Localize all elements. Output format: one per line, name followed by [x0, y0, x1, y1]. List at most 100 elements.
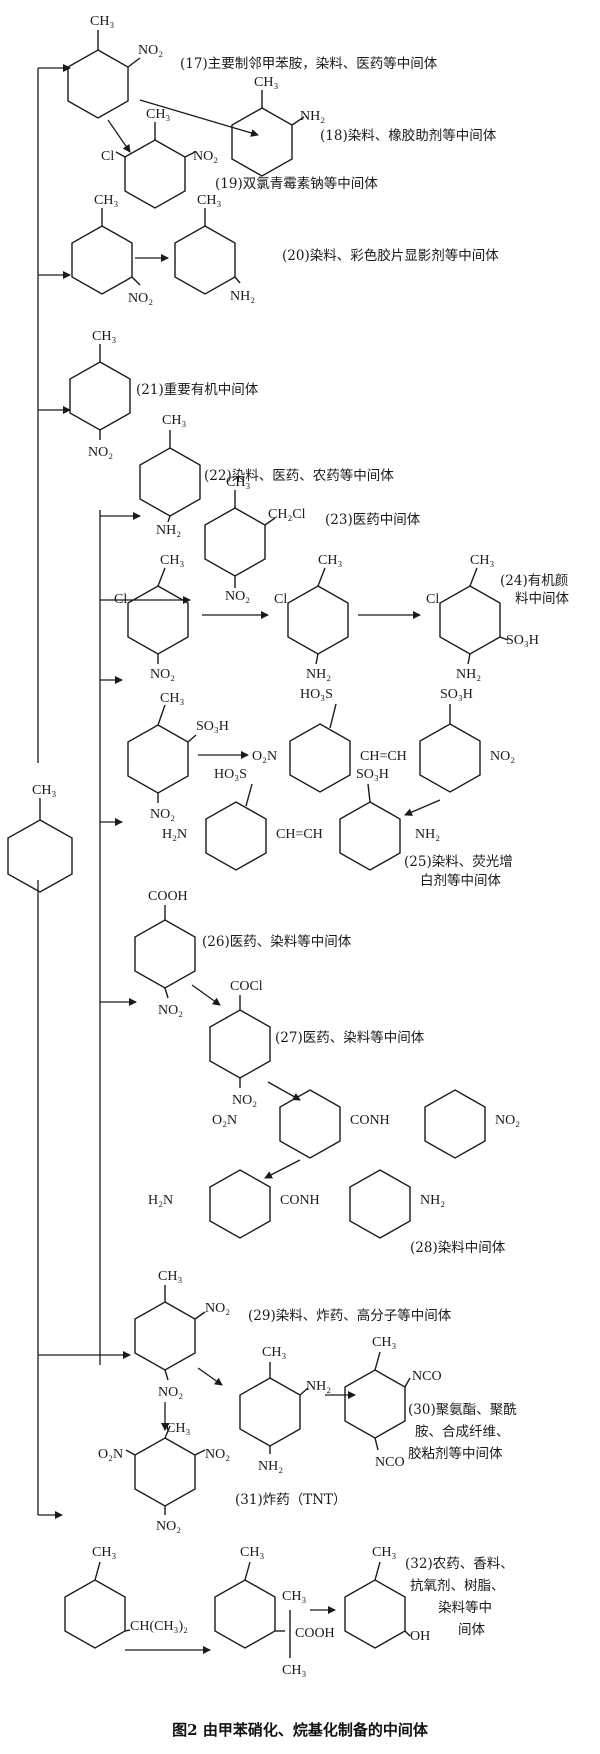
label-22: (22)染料、医药、农药等中间体: [204, 467, 394, 484]
arrow-29-to-diamine: [197, 1367, 223, 1386]
label-31: (31)炸药（TNT）: [235, 1492, 347, 1508]
arrow-27-to-amide: [267, 1081, 301, 1101]
label-24a: (24)有机颜: [500, 573, 568, 589]
label-32d: 间体: [458, 1622, 485, 1638]
svg-text:CH₃: CH₃: [282, 1589, 306, 1604]
svg-text:NH₂: NH₂: [420, 1193, 445, 1208]
svg-text:O₂N: O₂N: [252, 749, 277, 764]
svg-text:CH₃: CH₃: [90, 14, 114, 29]
svg-text:CH₃: CH₃: [158, 1269, 182, 1284]
svg-text:NH₂: NH₂: [230, 289, 255, 304]
chloro-toluidine-structure: CH₃ Cl NH₂: [274, 553, 349, 682]
svg-text:NO₂: NO₂: [158, 1003, 183, 1018]
p-nitrotoluene-structure: CH₃ NO₂: [69, 329, 131, 460]
svg-text:Cl: Cl: [274, 592, 287, 607]
svg-text:NO₂: NO₂: [495, 1113, 520, 1128]
svg-text:NO₂: NO₂: [128, 291, 153, 306]
m-toluidine-structure: CH₃ NH₂: [174, 193, 255, 304]
label-30c: 胶粘剂等中间体: [408, 1445, 503, 1462]
svg-text:CH₃: CH₃: [470, 553, 494, 568]
label-32b: 抗氧剂、树脂、: [410, 1578, 505, 1594]
hydroperoxide-structure: CH₃ CH₃ COOH CH₃: [214, 1545, 335, 1678]
label-29: (29)染料、炸药、高分子等中间体: [248, 1307, 452, 1324]
label-17: (17)主要制邻甲苯胺，染料、医药等中间体: [180, 55, 438, 72]
svg-text:CH₃: CH₃: [282, 1663, 306, 1678]
svg-text:HO₃S: HO₃S: [214, 767, 247, 782]
svg-text:CH₃: CH₃: [372, 1545, 396, 1560]
label-18: (18)染料、橡胶助剂等中间体: [320, 127, 497, 144]
svg-text:H₂N: H₂N: [148, 1193, 173, 1208]
svg-text:CH=CH: CH=CH: [276, 827, 323, 842]
o-toluidine-structure: CH₃ NH₂: [231, 75, 325, 177]
arrow-amide-to-28: [264, 1159, 301, 1179]
arrow-25-step2: [404, 799, 441, 816]
arrow-17-to-19: [107, 119, 131, 153]
nitrotoluene-sulfonic-structure: CH₃ SO₃H NO₂: [127, 691, 229, 822]
svg-text:NO₂: NO₂: [138, 43, 163, 58]
svg-text:NO₂: NO₂: [156, 1519, 181, 1534]
svg-text:NO₂: NO₂: [150, 807, 175, 822]
label-25b: 白剂等中间体: [420, 872, 501, 889]
svg-text:CH₃: CH₃: [160, 553, 184, 568]
svg-text:O₂N: O₂N: [212, 1113, 237, 1128]
svg-text:NO₂: NO₂: [225, 589, 250, 604]
label-28: (28)染料中间体: [410, 1240, 506, 1256]
svg-text:CH₃: CH₃: [318, 553, 342, 568]
chloromethyl-nitrotoluene-structure: CH₃ CH₂Cl NO₂: [204, 475, 306, 604]
dinitrostilbene-disulfonic-structure: O₂N HO₃S CH=CH SO₃H NO₂: [252, 687, 515, 793]
o-nitrotoluene-structure: CH₃ NO₂: [67, 14, 163, 119]
chloro-nitrotoluene-p-structure: CH₃ Cl NO₂: [114, 553, 189, 682]
label-32c: 染料等中: [438, 1599, 492, 1616]
svg-text:CH₃: CH₃: [160, 691, 184, 706]
toluene-diisocyanate-structure: CH₃ NCO NCO: [344, 1335, 442, 1470]
tnt-structure: CH₃ O₂N NO₂ NO₂: [98, 1421, 230, 1534]
svg-text:NO₂: NO₂: [205, 1447, 230, 1462]
m-nitrotoluene-structure: CH₃ NO₂: [71, 193, 153, 306]
dinitrotoluene-structure: CH₃ NO₂ NO₂: [134, 1269, 230, 1400]
svg-text:NH₂: NH₂: [306, 1379, 331, 1394]
svg-text:HO₃S: HO₃S: [300, 687, 333, 702]
svg-text:NCO: NCO: [375, 1455, 405, 1470]
svg-text:NO₂: NO₂: [490, 749, 515, 764]
svg-text:O₂N: O₂N: [98, 1447, 123, 1462]
svg-text:NO₂: NO₂: [193, 149, 218, 164]
chloro-nitrotoluene-structure: CH₃ Cl NO₂: [101, 107, 218, 209]
p-nitrobenzoic-acid-structure: COOH NO₂: [134, 889, 196, 1018]
svg-text:NH₂: NH₂: [258, 1459, 283, 1474]
svg-text:CH₃: CH₃: [162, 413, 186, 428]
cymene-structure: CH₃ CH(CH₃)₂: [64, 1545, 188, 1649]
p-nitrobenzoyl-chloride-structure: COCl NO₂: [209, 979, 271, 1108]
svg-text:CH₃: CH₃: [146, 107, 170, 122]
svg-text:NH₂: NH₂: [306, 667, 331, 682]
label-21: (21)重要有机中间体: [136, 382, 259, 398]
svg-text:CH₃: CH₃: [262, 1345, 286, 1360]
svg-text:NH₂: NH₂: [156, 523, 181, 538]
toluenediamine-structure: CH₃ NH₂ NH₂: [239, 1345, 331, 1474]
arrow-26-to-27: [191, 984, 221, 1006]
diaminobenzanilide-structure: H₂N CONH NH₂: [148, 1169, 445, 1239]
svg-text:CH₃: CH₃: [372, 1335, 396, 1350]
svg-text:NO₂: NO₂: [205, 1301, 230, 1316]
label-23: (23)医药中间体: [325, 512, 421, 528]
label-32a: (32)农药、香料、: [405, 1556, 514, 1572]
svg-text:NH₂: NH₂: [456, 667, 481, 682]
svg-text:CH₃: CH₃: [240, 1545, 264, 1560]
svg-text:NCO: NCO: [412, 1369, 442, 1384]
svg-text:CH₃: CH₃: [197, 193, 221, 208]
svg-text:CH₃: CH₃: [92, 329, 116, 344]
svg-text:CH₃: CH₃: [226, 475, 250, 490]
label-20: (20)染料、彩色胶片显影剂等中间体: [282, 247, 499, 264]
toluene-ch3: CH₃: [32, 783, 56, 798]
svg-text:NO₂: NO₂: [232, 1093, 257, 1108]
label-27: (27)医药、染料等中间体: [275, 1029, 425, 1046]
svg-text:CONH: CONH: [350, 1113, 390, 1128]
svg-text:OH: OH: [410, 1629, 430, 1644]
svg-text:H₂N: H₂N: [162, 827, 187, 842]
svg-text:NH₂: NH₂: [415, 827, 440, 842]
svg-text:CH₂Cl: CH₂Cl: [268, 507, 306, 522]
svg-text:SO₃H: SO₃H: [196, 719, 229, 734]
svg-text:CH₃: CH₃: [94, 193, 118, 208]
arrow-17-to-18: [139, 99, 259, 137]
svg-text:SO₃H: SO₃H: [506, 633, 539, 648]
